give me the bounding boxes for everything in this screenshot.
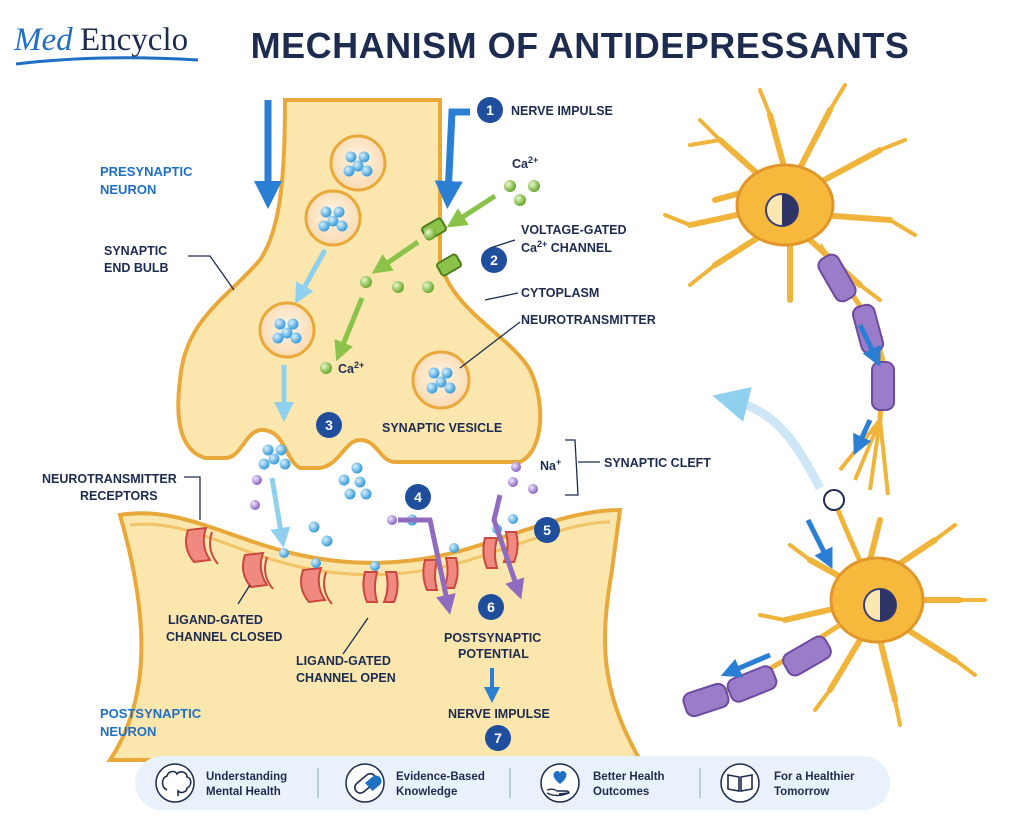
nerve-impulse-top-label: NERVE IMPULSE xyxy=(511,104,613,118)
receptor-open-1 xyxy=(362,571,399,603)
voltage-gated-label-2: Ca2+ CHANNEL xyxy=(521,239,612,255)
svg-text:6: 6 xyxy=(487,599,495,615)
brain-icon xyxy=(155,763,195,803)
ligand-open-label-2: CHANNEL OPEN xyxy=(296,671,396,685)
cytoplasm-label: CYTOPLASM xyxy=(521,286,599,300)
neurotransmitter-label: NEUROTRANSMITTER xyxy=(521,313,656,327)
footer-item-4-line1: For a Healthier xyxy=(774,771,855,783)
presynaptic-neuron-label-2: NEURON xyxy=(100,182,156,197)
svg-text:1: 1 xyxy=(486,102,494,118)
svg-text:5: 5 xyxy=(543,522,551,538)
footer-item-3-line1: Better Health xyxy=(593,771,665,783)
footer-bar xyxy=(135,756,890,810)
vesicle-3 xyxy=(258,301,316,359)
footer-dividers xyxy=(317,768,701,798)
step-badge-1: 1 xyxy=(477,97,503,123)
end-bulb-label-2: END BULB xyxy=(104,261,169,275)
end-bulb-label-1: SYNAPTIC xyxy=(104,244,167,258)
receptor-closed-3 xyxy=(300,566,333,605)
leader-lines xyxy=(184,239,600,655)
vesicle-synaptic xyxy=(411,350,471,410)
logo-med-text: Med xyxy=(13,22,73,58)
axon-flow-arrow-1 xyxy=(857,323,881,367)
calcium-flow-arrow-2 xyxy=(334,297,365,362)
nerve-impulse-bottom-label: NERVE IMPULSE xyxy=(448,707,550,721)
receptor-closed-1 xyxy=(185,526,219,565)
receptors-label-2: RECEPTORS xyxy=(80,489,158,503)
sodium-flow-arrow-1 xyxy=(398,517,456,615)
postsynaptic-potential-label-1: POSTSYNAPTIC xyxy=(444,631,541,645)
step-badge-5: 5 xyxy=(534,517,560,543)
svg-text:4: 4 xyxy=(414,489,422,505)
synaptic-vesicle-label: SYNAPTIC VESICLE xyxy=(382,421,502,435)
postsynaptic-neuron-label-2: NEURON xyxy=(100,724,156,739)
ligand-open-label-1: LIGAND-GATED xyxy=(296,654,391,668)
receptors-label-1: NEUROTRANSMITTER xyxy=(42,472,177,486)
vesicle-2 xyxy=(304,189,362,247)
svg-text:3: 3 xyxy=(325,417,333,433)
receptor-open-2 xyxy=(422,557,459,591)
footer-item-3-line2: Outcomes xyxy=(593,786,649,798)
upper-neuron xyxy=(663,83,917,303)
vesicle-fusing xyxy=(258,444,291,470)
heart-hand-icon xyxy=(540,763,580,803)
synaptic-cleft-label: SYNAPTIC CLEFT xyxy=(604,456,711,470)
receptor-closed-2 xyxy=(242,551,274,590)
postsynaptic-potential-label-2: POTENTIAL xyxy=(458,647,529,661)
logo-swoosh xyxy=(15,56,199,66)
axon-flow-arrow-4 xyxy=(720,652,771,678)
vesicle-1 xyxy=(329,134,387,192)
step-badge-6: 6 xyxy=(478,594,504,620)
voltage-gated-label-1: VOLTAGE-GATED xyxy=(521,223,627,237)
step-badge-7: 7 xyxy=(485,725,511,751)
footer-item-2-line2: Knowledge xyxy=(396,786,457,798)
step-badge-3: 3 xyxy=(316,412,342,438)
calcium-flow-arrow-1 xyxy=(371,239,420,274)
incoming-impulse-arrow-right xyxy=(434,108,470,209)
footer-item-1-line1: Understanding xyxy=(206,771,287,783)
vesicle-move-arrow-1 xyxy=(295,248,328,304)
ligand-closed-label-2: CHANNEL CLOSED xyxy=(166,630,282,644)
step-badge-2: 2 xyxy=(481,247,507,273)
postsynaptic-neuron-label-1: POSTSYNAPTIC xyxy=(100,706,202,721)
footer-item-2-line1: Evidence-Based xyxy=(396,771,485,783)
step-badge-4: 4 xyxy=(405,484,431,510)
book-icon xyxy=(720,763,760,803)
svg-text:7: 7 xyxy=(494,730,502,746)
footer-item-4-line2: Tomorrow xyxy=(774,786,829,798)
footer-item-1-line2: Mental Health xyxy=(206,786,281,798)
sodium-flow-arrow-2 xyxy=(491,494,525,600)
ligand-closed-label-1: LIGAND-GATED xyxy=(168,613,263,627)
svg-text:2: 2 xyxy=(490,252,498,268)
axon-flow-arrow-2 xyxy=(853,418,873,456)
calcium-entry-arrow xyxy=(446,193,497,228)
presynaptic-neuron-label-1: PRESYNAPTIC xyxy=(100,164,193,179)
axon-flow-arrow-3 xyxy=(805,518,833,569)
logo: Med Encyclo xyxy=(13,22,199,66)
ca-ion-label-top: Ca2+ xyxy=(512,155,538,171)
page-title: MECHANISM OF ANTIDEPRESSANTS xyxy=(251,25,910,66)
lower-neuron xyxy=(682,509,987,727)
cleft-neurotransmitters xyxy=(308,462,418,547)
release-arrow xyxy=(269,477,291,548)
zoom-arrow xyxy=(712,386,824,491)
ca-ion-label-inner: Ca2+ xyxy=(338,360,364,376)
logo-encyclo-text: Encyclo xyxy=(80,22,188,58)
capsule-icon xyxy=(345,763,385,803)
axon xyxy=(817,243,895,511)
sodium-ions xyxy=(250,462,538,525)
calcium-ions xyxy=(320,180,540,374)
na-ion-label: Na+ xyxy=(540,457,561,473)
